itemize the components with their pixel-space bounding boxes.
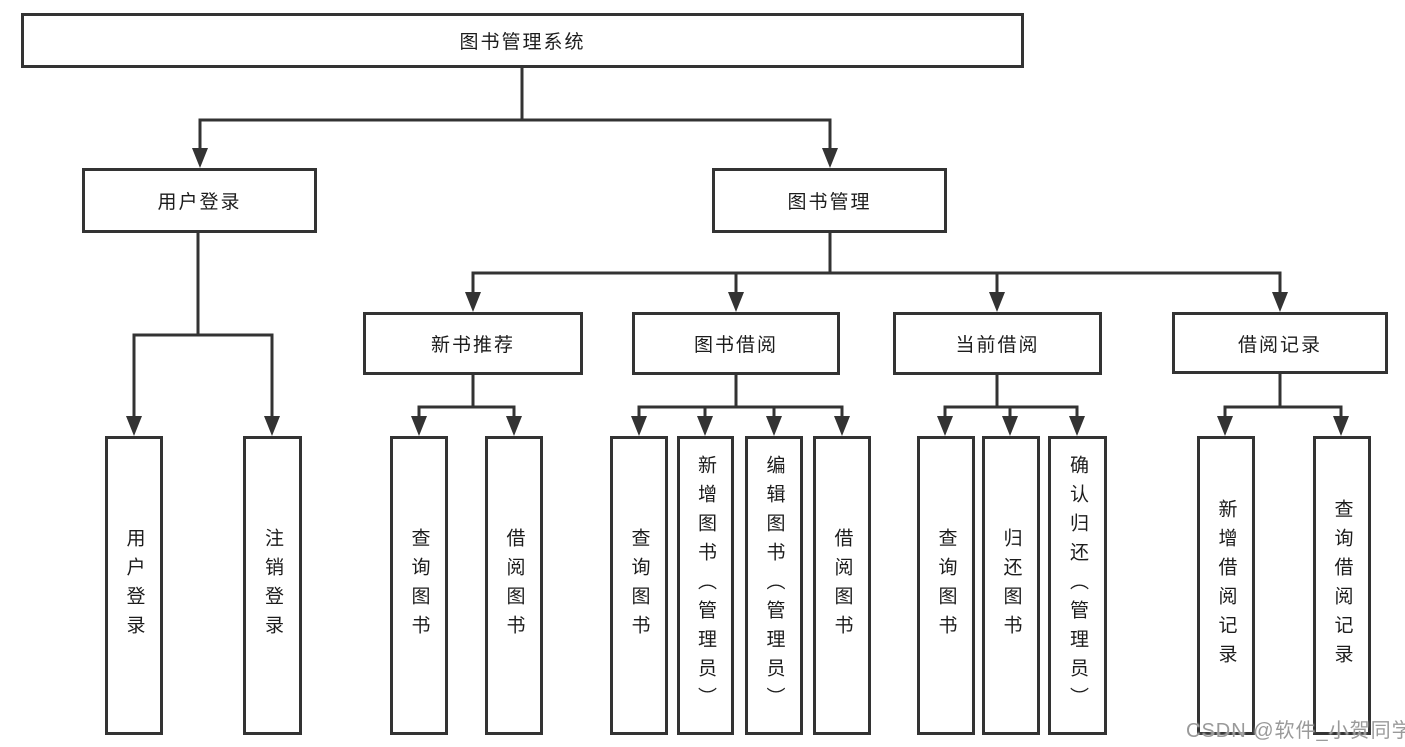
node-new-book-recommend: 新书推荐: [363, 312, 583, 375]
leaf-user-login: 用户登录: [105, 436, 163, 735]
leaf-borrow-books: 借阅图书: [813, 436, 871, 735]
watermark: CSDN @软件_小贺同学: [1186, 720, 1405, 742]
node-book-borrow: 图书借阅: [632, 312, 840, 375]
leaf-query-books-borrow: 查询图书: [610, 436, 668, 735]
node-book-management-branch: 图书管理: [712, 168, 947, 233]
leaf-logout: 注销登录: [243, 436, 302, 735]
leaf-query-books-recommend: 查询图书: [390, 436, 448, 735]
leaf-return-books: 归还图书: [982, 436, 1040, 735]
leaf-edit-books-admin: 编辑图书（管理员）: [745, 436, 803, 735]
node-user-login-branch: 用户登录: [82, 168, 317, 233]
leaf-add-books-admin: 新增图书（管理员）: [677, 436, 734, 735]
node-root-system: 图书管理系统: [21, 13, 1024, 68]
leaf-borrow-books-recommend: 借阅图书: [485, 436, 543, 735]
node-borrow-records: 借阅记录: [1172, 312, 1388, 374]
node-current-borrow: 当前借阅: [893, 312, 1102, 375]
leaf-add-borrow-record: 新增借阅记录: [1197, 436, 1255, 735]
leaf-query-books-current: 查询图书: [917, 436, 975, 735]
leaf-confirm-return-admin: 确认归还（管理员）: [1048, 436, 1107, 735]
leaf-query-borrow-record: 查询借阅记录: [1313, 436, 1371, 735]
arrowhead-icons: [126, 148, 1349, 436]
